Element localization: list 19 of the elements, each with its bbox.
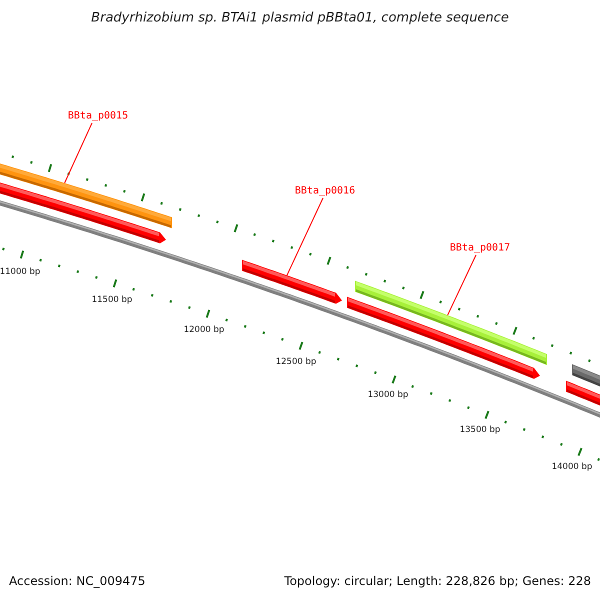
leader-line [447, 254, 476, 316]
gene-bar [0, 160, 172, 228]
scale-label: 11500 bp [92, 295, 132, 306]
scale-label: 12000 bp [184, 325, 224, 336]
gene-label: BBta_p0016 [294, 186, 356, 196]
footer-text: Topology: circular; Length: 228,826 bp; Genes: 228 [284, 574, 591, 588]
leader-line [64, 122, 92, 184]
gene-bar [242, 260, 342, 304]
scale-label: 14000 bp [552, 462, 592, 472]
scale-label: 13500 bp [460, 425, 500, 436]
scale-label: 11000 bp [0, 266, 40, 277]
gene-label: BBta_p0015 [68, 110, 128, 122]
title: Bradyrhizobium sp. BTAi1 plasmid pBBta01, complete sequence [91, 10, 509, 26]
gene-bar [355, 280, 547, 366]
footer-text: Accession: NC_009475 [9, 574, 146, 588]
scale-label: 12500 bp [276, 357, 316, 368]
gene-label: BBta_p0017 [450, 242, 510, 254]
leader-line [286, 198, 324, 276]
scale-label: 13000 bp [368, 390, 408, 400]
